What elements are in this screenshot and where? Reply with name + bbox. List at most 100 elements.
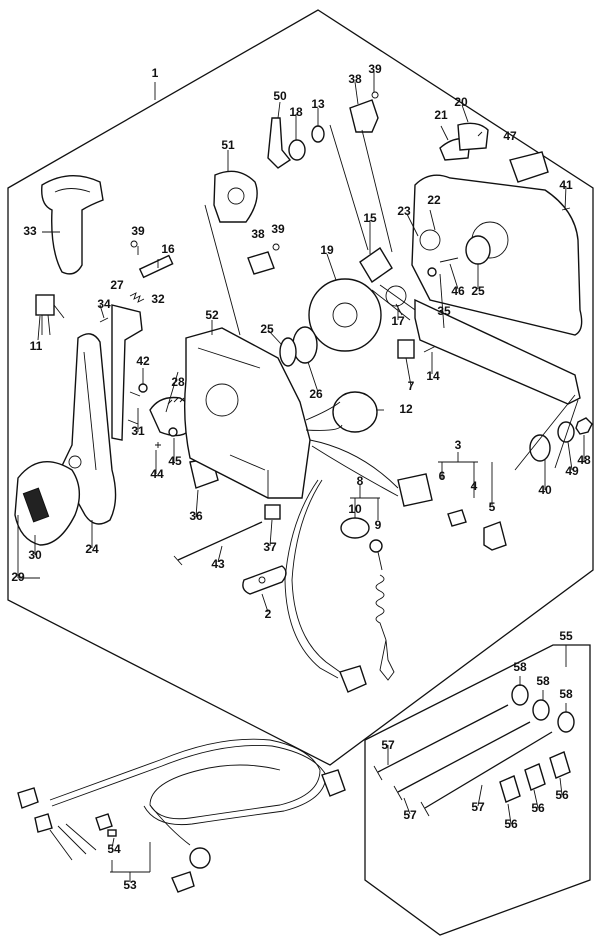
spring-part	[129, 292, 145, 303]
stopper-part	[247, 251, 275, 275]
throttle-stopper-part	[349, 99, 379, 133]
label-56-c: 56	[555, 788, 569, 802]
lever-plate-part	[111, 304, 143, 441]
shaft-part	[359, 246, 393, 284]
label-25-left: 25	[260, 322, 274, 336]
label-45: 45	[168, 454, 182, 468]
handle-grip-part	[41, 175, 104, 275]
hub-cover-part	[14, 461, 80, 546]
label-50: 50	[273, 89, 287, 103]
friction-ring-part	[292, 326, 318, 364]
control-housing-part	[183, 327, 311, 499]
label-29: 29	[11, 570, 25, 584]
label-15: 15	[363, 211, 377, 225]
label-57-b: 57	[403, 808, 417, 822]
label-32: 32	[151, 292, 165, 306]
harness-connector-part	[339, 665, 367, 693]
washer-small-part	[279, 337, 297, 367]
kit-bolt-1	[377, 704, 509, 773]
label-51: 51	[221, 138, 235, 152]
label-22: 22	[427, 193, 441, 207]
clip-ring-part	[369, 539, 383, 553]
label-58-c: 58	[559, 687, 573, 701]
label-30: 30	[28, 548, 42, 562]
key-part	[447, 509, 467, 527]
label-56-a: 56	[504, 817, 518, 831]
kit-bolt-2	[397, 721, 531, 793]
label-41: 41	[559, 178, 573, 192]
long-bolt-part	[177, 521, 263, 561]
label-58-b: 58	[536, 674, 550, 688]
label-3: 3	[455, 438, 462, 452]
label-9: 9	[375, 518, 382, 532]
washer-part	[311, 125, 325, 143]
clip-part	[130, 240, 138, 248]
neutral-switch-part	[22, 487, 50, 523]
cap-plate-part	[457, 122, 489, 151]
label-6: 6	[439, 469, 446, 483]
lever-link-part	[267, 117, 292, 169]
label-21: 21	[434, 108, 448, 122]
label-47: 47	[503, 129, 517, 143]
label-55: 55	[559, 629, 573, 643]
kit-bolt-3	[424, 731, 553, 809]
label-57-c: 57	[471, 800, 485, 814]
rubber-block-part	[509, 151, 549, 183]
label-46: 46	[451, 284, 465, 298]
label-42: 42	[136, 354, 150, 368]
nut-part	[575, 417, 593, 435]
bearing-part	[465, 235, 491, 265]
small-clip-part	[107, 829, 117, 837]
kit-washer-1	[511, 684, 529, 706]
kit-collar-3	[549, 751, 571, 779]
leader-lines	[17, 70, 585, 882]
label-28: 28	[171, 375, 185, 389]
label-33: 33	[23, 224, 37, 238]
label-40: 40	[538, 483, 552, 497]
key-switch-part	[397, 473, 433, 507]
side-plate-part	[411, 174, 583, 336]
pin-part	[138, 254, 174, 279]
label-57-a: 57	[381, 738, 395, 752]
label-53: 53	[123, 878, 137, 892]
label-2: 2	[265, 607, 272, 621]
kit-collar-1	[499, 775, 521, 803]
label-18: 18	[289, 105, 303, 119]
label-7: 7	[408, 379, 415, 393]
label-10: 10	[348, 502, 362, 516]
knob-part	[529, 434, 551, 462]
label-19: 19	[320, 243, 334, 257]
kit-collar-2	[524, 763, 546, 791]
label-39-left: 39	[131, 224, 145, 238]
lanyard-part	[379, 639, 395, 681]
connector-left-part	[17, 787, 39, 809]
label-48: 48	[577, 453, 591, 467]
label-54: 54	[107, 842, 121, 856]
bolt-kit-boundary	[364, 644, 591, 936]
bushing-part	[288, 139, 306, 161]
screw-part	[138, 383, 148, 393]
key-cap-part	[483, 521, 507, 551]
label-13: 13	[311, 97, 325, 111]
kit-washer-3	[557, 711, 575, 733]
label-5: 5	[489, 500, 496, 514]
label-27: 27	[110, 278, 124, 292]
label-12: 12	[399, 402, 413, 416]
label-39-top: 39	[368, 62, 382, 76]
wiring-harness-part	[49, 738, 321, 820]
label-8: 8	[357, 474, 364, 488]
switch-connector-part	[35, 294, 55, 316]
block-part	[264, 504, 281, 520]
label-26: 26	[309, 387, 323, 401]
label-43: 43	[211, 557, 225, 571]
label-25-right: 25	[471, 284, 485, 298]
label-17: 17	[391, 314, 405, 328]
label-23: 23	[397, 204, 411, 218]
label-44: 44	[150, 467, 164, 481]
label-1: 1	[152, 66, 159, 80]
label-52: 52	[205, 308, 219, 322]
label-24: 24	[85, 542, 99, 556]
round-connector-part	[189, 847, 211, 869]
cam-part	[213, 170, 258, 223]
kit-washer-2	[532, 699, 550, 721]
